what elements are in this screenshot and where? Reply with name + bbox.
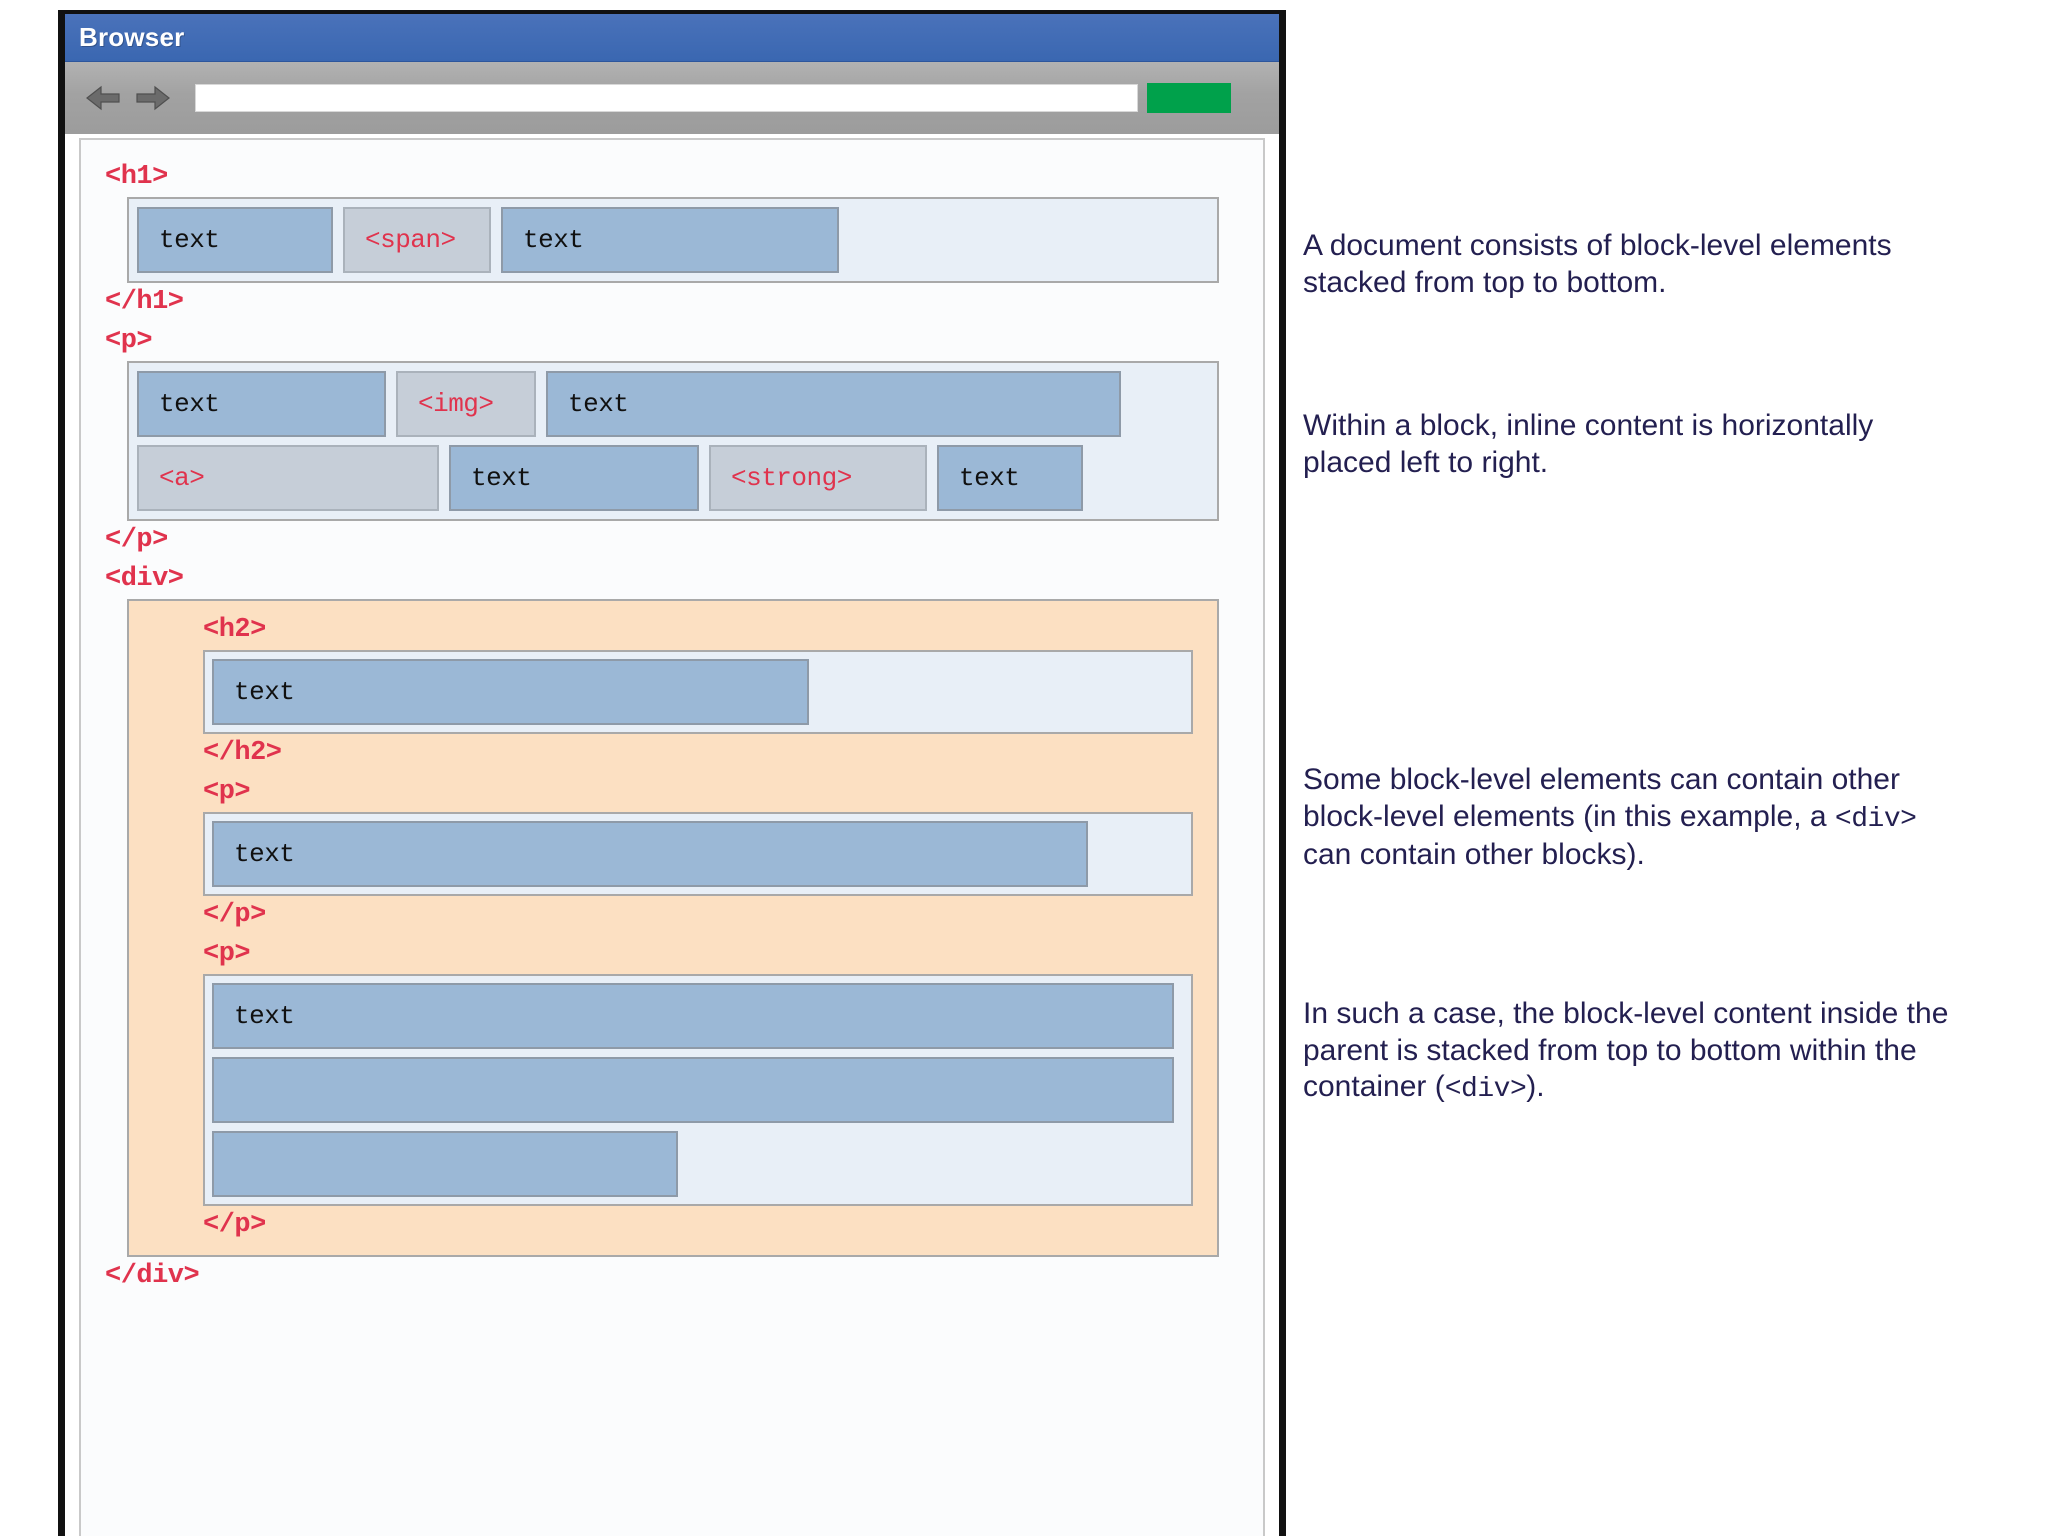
inline-line: text [212,821,1184,887]
inline-text-box: text [137,207,333,273]
go-button[interactable] [1147,83,1231,113]
close-tag-h1: </h1> [105,287,184,317]
open-tag-div: <div> [105,564,184,594]
back-button[interactable] [81,81,125,115]
inline-line [212,1057,1184,1123]
browser-toolbar [65,62,1279,134]
open-tag-h2: <h2> [203,615,266,645]
inline-text-box: text [212,821,1088,887]
inline-text-box: text [137,371,386,437]
browser-window: Browser <h1>text<span>text</h1><p>text<i… [58,10,1286,1536]
note-3-text-after: can contain other blocks). [1303,837,1645,871]
inline-line: text<span>text [137,207,1209,273]
browser-title: Browser [79,22,185,52]
close-tag-p: </p> [105,525,168,555]
open-tag-p: <p> [203,939,251,969]
page-viewport: <h1>text<span>text</h1><p>text<img>text<… [79,138,1265,1536]
inline-tag-box: <img> [396,371,536,437]
open-tag-h1: <h1> [105,162,168,192]
note-3-code: <div> [1834,803,1917,835]
inline-line [212,1131,1184,1197]
arrow-right-icon [133,83,173,113]
close-tag-div: </div> [105,1261,200,1291]
inline-tag-box: <strong> [709,445,927,511]
note-4-text-after: ). [1526,1070,1545,1104]
browser-title-bar: Browser [65,14,1279,62]
close-tag-h2: </h2> [203,738,282,768]
open-tag-p: <p> [105,326,153,356]
note-3-text-before: Some block-level elements can contain ot… [1303,763,1900,833]
inline-line: <a>text<strong>text [137,445,1209,511]
inline-text-box [212,1131,678,1197]
block-box: text<span>text [127,197,1219,283]
annotation-note-4: In such a case, the block-level content … [1303,996,1963,1107]
inline-text-box: text [937,445,1083,511]
annotation-column: A document consists of block-level eleme… [1303,0,2003,1536]
inline-text-box: text [449,445,699,511]
annotation-note-1: A document consists of block-level eleme… [1303,229,1892,299]
rendered-document: <h1>text<span>text</h1><p>text<img>text<… [105,158,1239,1296]
inline-text-box: text [501,207,839,273]
close-tag-p: </p> [203,1210,266,1240]
inline-tag-box: <span> [343,207,491,273]
div-container-box: <h2> text </h2> <p> text </p> <p> text </p> [127,599,1219,1257]
inline-text-box: text [546,371,1121,437]
block-box: text<img>text<a>text<strong>text [127,361,1219,521]
annotation-note-3: Some block-level elements can contain ot… [1303,762,1963,873]
close-tag-p: </p> [203,900,266,930]
open-tag-p: <p> [203,777,251,807]
note-4-text-before: In such a case, the block-level content … [1303,997,1949,1104]
inline-text-box [212,1057,1174,1123]
forward-button[interactable] [131,81,175,115]
inline-line: text [212,659,1184,725]
inline-line: text [212,983,1184,1049]
block-box: text [203,650,1193,734]
block-box: text [203,974,1193,1206]
note-4-code: <div> [1444,1074,1527,1106]
inline-line: text<img>text [137,371,1209,437]
inline-text-box: text [212,983,1174,1049]
address-bar[interactable] [195,84,1138,112]
inline-tag-box: <a> [137,445,439,511]
arrow-left-icon [83,83,123,113]
inline-text-box: text [212,659,809,725]
annotation-note-2: Within a block, inline content is horizo… [1303,409,1874,479]
block-box: text [203,812,1193,896]
